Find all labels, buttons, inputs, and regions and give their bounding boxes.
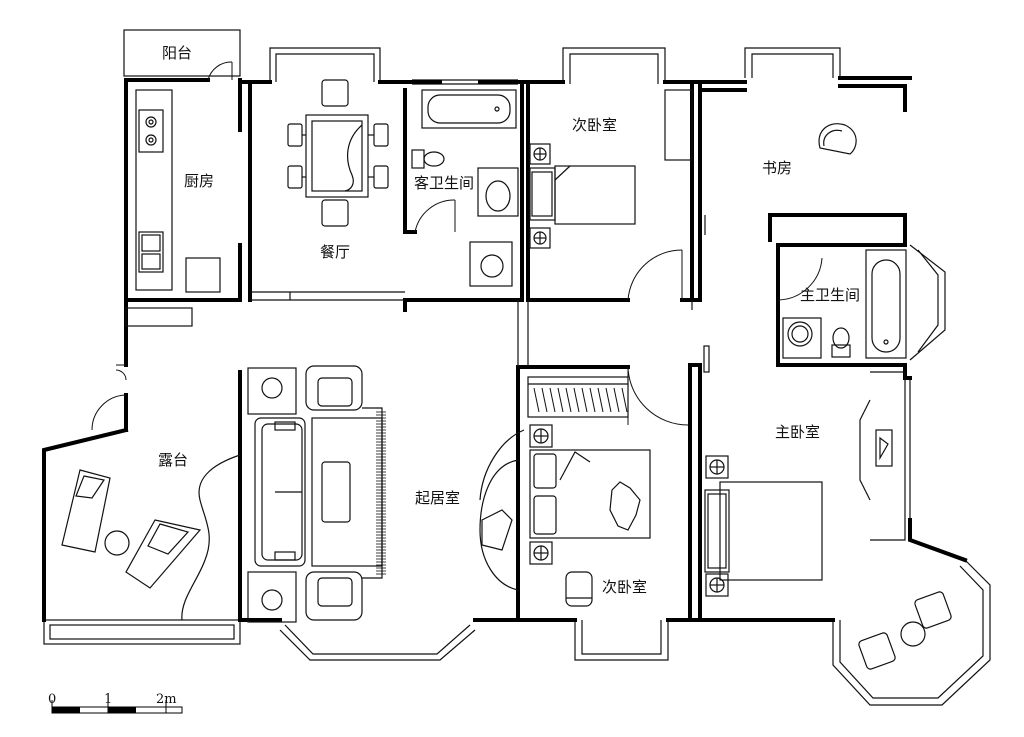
rug-fringe [376,411,386,575]
wardrobe-hangers [533,387,628,413]
hanger-line [557,387,564,413]
kitchen-fixtures [135,89,221,293]
toilet-icon [423,151,445,167]
thin-lines [125,89,906,541]
armchair-top [305,365,363,411]
label-study: 书房 [762,159,792,177]
label-kitchen: 厨房 [184,172,214,190]
label-second-bedroom-north: 次卧室 [572,116,617,134]
hanger-line [565,387,572,413]
room-labels: 阳台 厨房 餐厅 客卫生间 次卧室 书房 主卫生间 露台 起居室 次卧室 主卧室 [158,44,860,596]
bedroom-door-north [627,249,683,301]
walls [42,76,968,622]
washbasin-icon [485,180,511,212]
master-bath-fixtures [782,249,907,359]
bay-chair-2 [858,632,896,670]
armchair-bottom [305,571,363,621]
hanger-line [541,387,548,413]
balcony-door [207,61,233,81]
hanger-line [605,387,612,413]
scale-tick-1: 1 [104,692,112,707]
label-master-bathroom: 主卫生间 [800,286,860,304]
hanger-line [581,387,588,413]
label-dining: 餐厅 [320,243,350,261]
bed-master [719,481,823,581]
label-terrace: 露台 [158,451,188,469]
guest-bath-fixtures [411,89,519,287]
hanger-line [549,387,556,413]
label-master-bedroom: 主卧室 [775,423,820,441]
label-guest-bathroom: 客卫生间 [414,174,474,192]
terrace-table [104,530,130,556]
label-balcony: 阳台 [162,44,192,62]
bed-south [529,449,651,539]
hanger-line [621,387,628,413]
balcony-frame [123,29,241,77]
wardrobe [527,376,629,418]
terrace-furniture [61,469,202,589]
hanger-line [589,387,596,413]
scale-tick-0: 0 [48,692,56,707]
desk-chair-icon [565,571,593,607]
kitchen-sink-icon [138,231,164,273]
fridge-icon [185,257,221,293]
study-chair-icon [818,123,857,155]
lounger-1 [61,469,111,553]
label-living-room: 起居室 [415,489,460,507]
stove-icon [138,109,164,153]
label-second-bedroom-south: 次卧室 [602,578,647,596]
living-room-furniture [181,365,525,623]
hanger-line [613,387,620,413]
bedroom-north-furniture [529,143,636,249]
scale-tick-2m: 2m [156,692,177,707]
bedroom-south-furniture [527,376,651,607]
master-bedroom-furniture [704,429,952,670]
bathtub-icon [421,89,517,129]
doors [91,61,823,431]
study-furniture [704,123,857,235]
pillow-icon [609,481,641,531]
lounger-2 [125,519,202,589]
bedroom-door-south [627,366,689,426]
dining-table [287,79,389,227]
side-table-top [247,367,297,415]
hanger-line [597,387,604,413]
hanger-line [533,387,540,413]
bed-north [554,165,636,225]
tv-icon [481,509,513,551]
sofa [254,417,306,567]
bay-chair-1 [914,591,952,629]
side-table-bottom [247,571,297,623]
hanger-line [573,387,580,413]
scale-bar: 0 1 2m [48,692,183,714]
bay-table [900,621,926,647]
